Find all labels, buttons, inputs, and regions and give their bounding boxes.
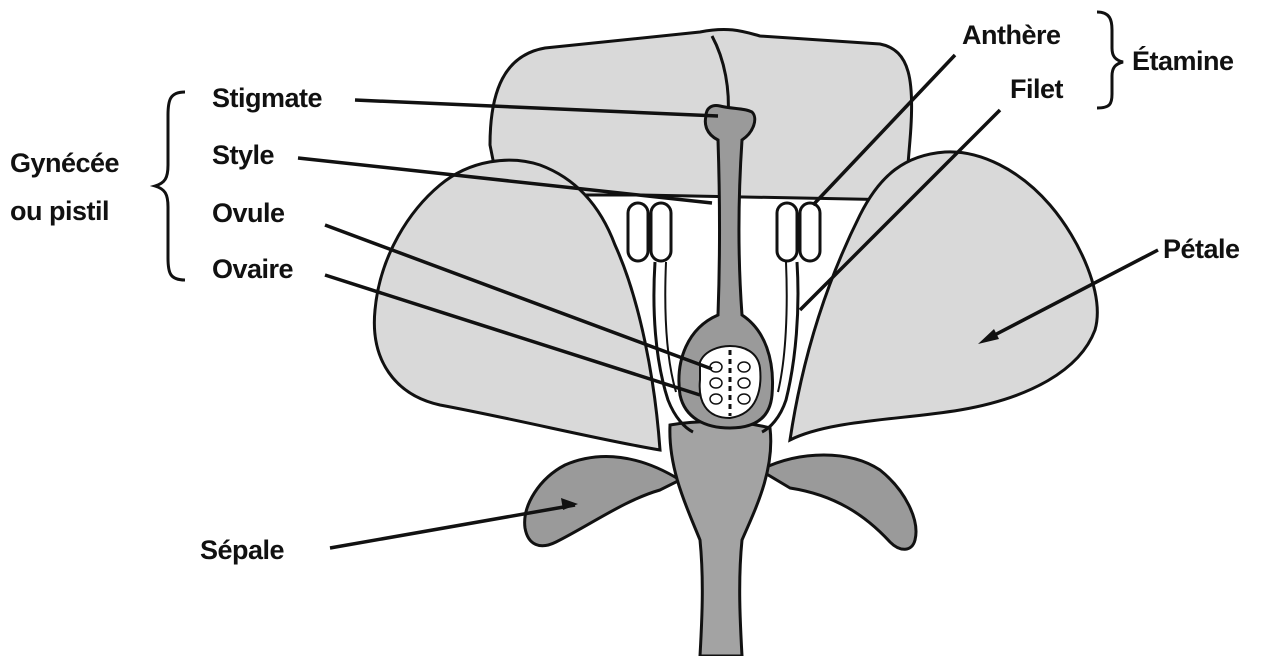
label-gynecee-line1: Gynécée	[10, 148, 120, 178]
label-gynecee-line2: ou pistil	[10, 196, 109, 226]
label-ovaire: Ovaire	[212, 254, 294, 284]
right-stamen-filament-inner	[778, 262, 787, 392]
gynecee-brace	[155, 92, 185, 280]
ovule-6	[738, 394, 750, 404]
label-anthere: Anthère	[962, 20, 1061, 50]
left-stamen-anther-b	[651, 203, 671, 261]
right-sepal	[760, 455, 916, 549]
label-filet: Filet	[1010, 74, 1064, 104]
etamine-brace	[1097, 12, 1123, 108]
left-sepal	[525, 457, 680, 546]
ovule-1	[710, 362, 722, 372]
label-stigmate: Stigmate	[212, 83, 323, 113]
label-etamine: Étamine	[1132, 45, 1234, 76]
label-ovule: Ovule	[212, 198, 285, 228]
left-stamen-filament-inner	[665, 262, 676, 392]
label-sepale: Sépale	[200, 535, 285, 565]
label-petale: Pétale	[1163, 234, 1240, 264]
receptacle-stem	[670, 422, 771, 656]
left-stamen-anther-a	[628, 203, 648, 261]
ovule-2	[710, 378, 722, 388]
label-style: Style	[212, 140, 275, 170]
right-stamen-anther-a	[777, 203, 797, 261]
ovule-3	[710, 394, 722, 404]
right-stamen-anther-b	[800, 203, 820, 261]
ovule-4	[738, 362, 750, 372]
ovule-5	[738, 378, 750, 388]
